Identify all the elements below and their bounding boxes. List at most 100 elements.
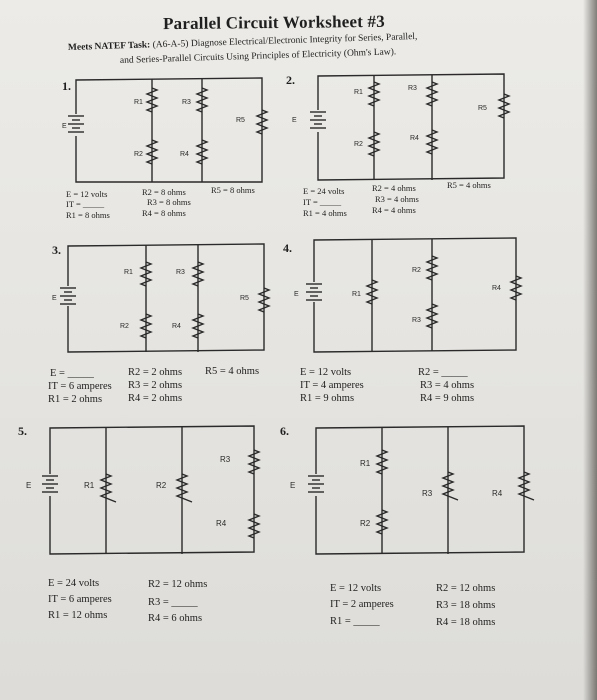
battery-symbol: [306, 283, 322, 301]
resistor-label: R4: [180, 151, 189, 158]
resistor-label: R1: [124, 269, 133, 276]
resistor-r1: [139, 261, 153, 287]
resistor-r4: [425, 129, 439, 155]
given-e: E = 12 volts: [66, 189, 108, 199]
resistor-r2: [175, 473, 193, 503]
resistor-label: R5: [478, 105, 487, 112]
problem-number-6: 6.: [280, 424, 289, 438]
problem-number-5: 5.: [18, 424, 27, 438]
battery-symbol: [60, 287, 76, 305]
resistor-r3: [191, 261, 205, 287]
given-r5: R5 = 4 ohms: [205, 366, 260, 377]
resistor-label: R4: [172, 323, 181, 330]
resistor-r4: [517, 471, 535, 501]
circuit-diagram-3: E R1 R2 R3 R4 R5: [52, 243, 271, 353]
given-r3: R3 = 18 ohms: [436, 600, 496, 611]
given-it: IT = _____: [66, 199, 105, 209]
resistor-label: R4: [410, 135, 419, 142]
resistor-r4: [247, 513, 261, 539]
resistor-label: R3: [220, 455, 231, 464]
resistor-label: R2: [134, 151, 143, 158]
given-r3: R3 = _____: [148, 597, 198, 608]
given-r4: R4 = 6 ohms: [148, 613, 203, 624]
resistor-label: R2: [120, 323, 129, 330]
circuit-diagram-2: E R1 R2 R3 R4 R5: [292, 73, 511, 181]
given-r1: R1 = 9 ohms: [300, 393, 355, 404]
given-e: E = _____: [50, 368, 94, 379]
wire: [67, 243, 265, 353]
resistor-r2: [139, 313, 153, 339]
source-label: E: [52, 295, 57, 302]
resistor-r3: [441, 471, 459, 501]
given-it: IT = 2 amperes: [330, 599, 394, 610]
resistor-label: R1: [354, 89, 363, 96]
given-e: E = 24 volts: [303, 186, 345, 196]
wire: [75, 77, 263, 183]
wire: [313, 237, 517, 353]
given-e: E = 24 volts: [48, 578, 100, 589]
source-label: E: [294, 291, 299, 298]
wire: [317, 73, 505, 181]
resistor-r1: [375, 449, 389, 475]
given-it: IT = _____: [303, 197, 342, 207]
problem-number-2: 2.: [286, 73, 295, 87]
given-r3: R3 = 2 ohms: [128, 380, 183, 391]
resistor-r2: [375, 509, 389, 535]
resistor-label: R4: [492, 489, 503, 498]
given-r4: R4 = 4 ohms: [372, 205, 416, 215]
given-r1: R1 = _____: [330, 616, 380, 627]
resistor-label: R3: [182, 99, 191, 106]
resistor-r4: [509, 275, 523, 301]
resistor-label: R3: [412, 317, 421, 324]
given-r2: R2 = 8 ohms: [142, 187, 186, 197]
given-r5: R5 = 8 ohms: [211, 185, 255, 195]
given-e: E = 12 volts: [300, 367, 352, 378]
resistor-r2: [367, 131, 381, 157]
circuit-diagram-4: E R1 R2 R3 R4: [294, 237, 523, 353]
battery-symbol: [68, 115, 84, 133]
given-r4: R4 = 18 ohms: [436, 617, 496, 628]
resistor-label: R2: [412, 267, 421, 274]
given-r4: R4 = 8 ohms: [142, 208, 186, 218]
problem-number-4: 4.: [283, 241, 292, 255]
given-r2: R2 = 4 ohms: [372, 183, 416, 193]
resistor-label: R1: [134, 99, 143, 106]
page-edge-shadow: [583, 0, 597, 700]
given-r2: R2 = 12 ohms: [148, 579, 208, 590]
given-r1: R1 = 12 ohms: [48, 610, 108, 621]
problem-number-3: 3.: [52, 243, 61, 257]
resistor-r2: [145, 139, 159, 165]
resistor-r4: [195, 139, 209, 165]
given-r4: R4 = 9 ohms: [420, 393, 475, 404]
given-r2: R2 = 12 ohms: [436, 583, 496, 594]
resistor-label: R1: [84, 481, 95, 490]
resistor-label: R3: [408, 85, 417, 92]
resistor-r3: [247, 449, 261, 475]
given-it: IT = 6 amperes: [48, 381, 112, 392]
source-label: E: [290, 481, 295, 490]
given-r3: R3 = 4 ohms: [375, 194, 419, 204]
resistor-r3: [195, 87, 209, 113]
given-r2: R2 = _____: [418, 367, 468, 378]
given-e: E = 12 volts: [330, 583, 382, 594]
circuit-diagram-5: E R1 R2 R3 R4: [26, 425, 261, 555]
problem-number-1: 1.: [62, 79, 71, 93]
resistor-r5: [257, 287, 271, 313]
resistor-r4: [191, 313, 205, 339]
resistor-r3: [425, 303, 439, 329]
page-title: Parallel Circuit Worksheet #3: [162, 11, 385, 34]
resistor-label: R1: [352, 291, 361, 298]
given-r1: R1 = 8 ohms: [66, 210, 110, 220]
battery-symbol: [310, 111, 326, 129]
wire: [49, 425, 255, 555]
resistor-r5: [255, 109, 269, 135]
given-r3: R3 = 4 ohms: [420, 380, 475, 391]
resistor-r1: [145, 87, 159, 113]
resistor-r3: [425, 81, 439, 107]
circuit-diagram-6: E R1 R2 R3 R4: [290, 425, 535, 555]
resistor-label: R2: [354, 141, 363, 148]
resistor-label: R3: [176, 269, 185, 276]
resistor-r5: [497, 93, 511, 119]
resistor-r2: [425, 255, 439, 281]
battery-symbol: [42, 475, 58, 493]
